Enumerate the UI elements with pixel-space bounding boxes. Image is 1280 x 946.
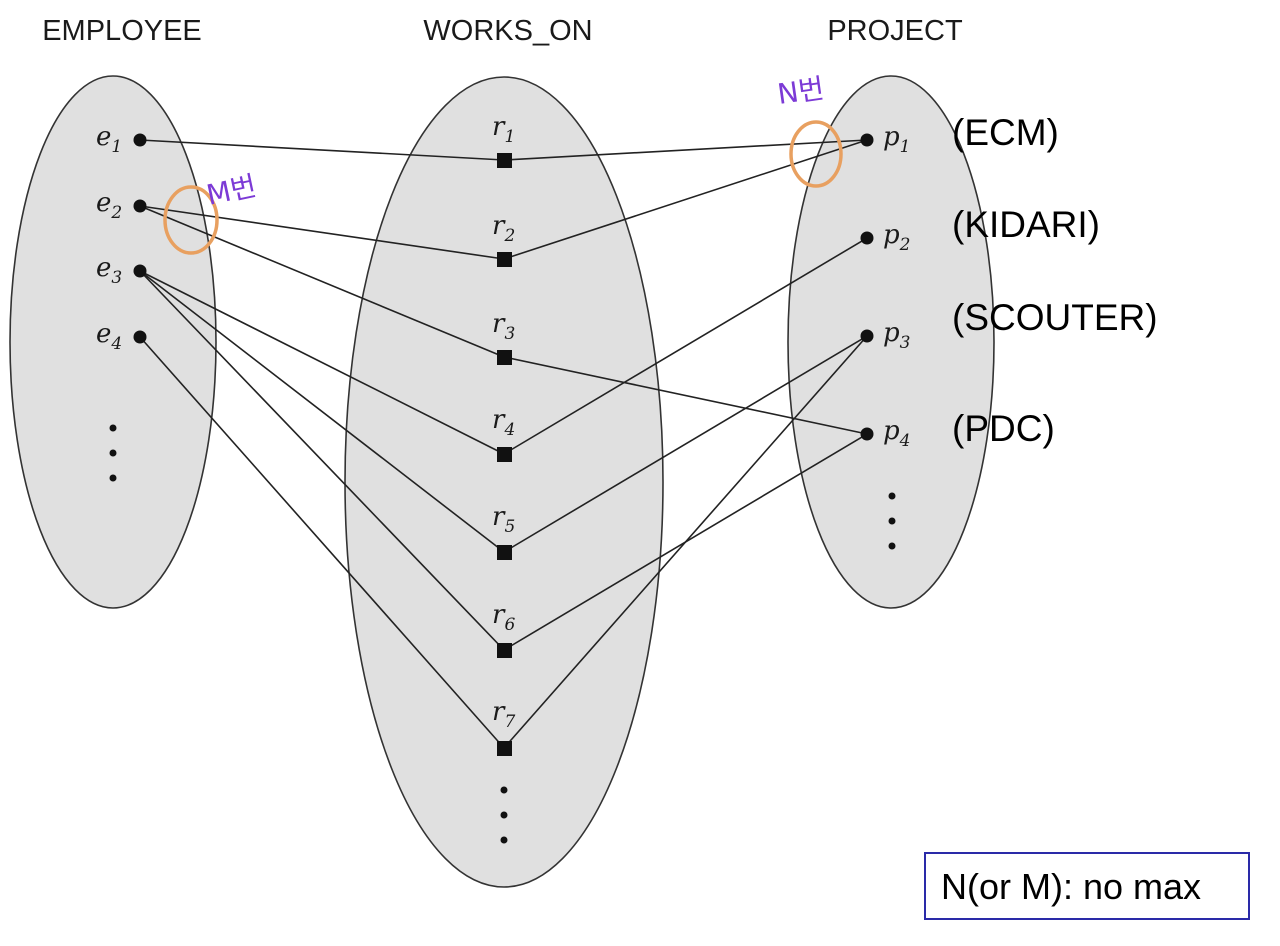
project-ellipsis-icon [888, 492, 896, 550]
header-employee: EMPLOYEE [42, 15, 202, 47]
relationship-label-r7: r7 [492, 697, 515, 732]
edge-e3-r4 [139, 270, 505, 455]
project-nodes: p1 p2 p3 p4 (ECM) (KIDARI) (SCOUTER) (PD… [860, 112, 1158, 550]
project-label-p2: p2 [883, 220, 910, 255]
edge-r5-p3 [503, 335, 868, 553]
project-name-p3: (SCOUTER) [952, 297, 1158, 338]
project-label-p4: p4 [883, 416, 910, 451]
relationship-label-r4: r4 [492, 405, 515, 440]
header-works-on: WORKS_ON [423, 15, 592, 47]
note-box [924, 852, 1250, 920]
project-name-p4: (PDC) [952, 408, 1055, 449]
relationship-square-r4 [497, 447, 512, 462]
employee-side-annotation: M번 [204, 169, 260, 212]
relationship-square-r5 [497, 545, 512, 560]
edge-r7-p3 [503, 335, 868, 749]
edge-e1-r1 [139, 139, 505, 161]
cardinality-note: N(or M): no max [924, 852, 1250, 920]
relationship-square-r2 [497, 252, 512, 267]
project-label-p3: p3 [883, 318, 910, 353]
note-text: N(or M): no max [941, 866, 1201, 907]
employee-ellipsis-icon [109, 424, 117, 482]
employee-label-e1: e1 [96, 122, 122, 157]
project-side-annotation: N번 [775, 72, 826, 111]
employee-dot-e4 [133, 330, 147, 344]
header-project: PROJECT [827, 15, 963, 47]
employee-highlight-circle [163, 185, 219, 255]
edge-e2-r3 [139, 205, 505, 358]
works-on-ellipsis-icon [500, 786, 508, 844]
employee-label-e3: e3 [96, 253, 122, 288]
project-dot-p3 [860, 329, 874, 343]
employee-nodes: e1 e2 e3 e4 [96, 122, 147, 482]
relationship-square-r3 [497, 350, 512, 365]
employee-label-e4: e4 [96, 319, 122, 354]
edge-r2-p1 [503, 139, 868, 260]
relationship-square-r7 [497, 741, 512, 756]
works-on-nodes: r1 r2 r3 r4 r5 r6 r7 [492, 112, 515, 844]
edge-r3-p4 [503, 356, 868, 435]
project-highlight-circle [789, 120, 843, 188]
employee-label-e2: e2 [96, 188, 122, 223]
employee-node-e1: e1 [96, 122, 122, 157]
project-name-p1: (ECM) [952, 112, 1059, 153]
edge-e2-r2 [139, 205, 505, 260]
edge-r4-p2 [503, 237, 868, 455]
edge-e3-r5 [139, 270, 505, 553]
relationship-label-r2: r2 [492, 211, 515, 246]
project-dot-p1 [860, 133, 874, 147]
edge-e4-r7 [139, 336, 505, 749]
project-name-p2: (KIDARI) [952, 204, 1100, 245]
works-on-set-ellipse [344, 76, 664, 888]
project-dot-p4 [860, 427, 874, 441]
relationship-square-r6 [497, 643, 512, 658]
relationship-square-r1 [497, 153, 512, 168]
employee-dot-e2 [133, 199, 147, 213]
relationship-label-r6: r6 [492, 600, 515, 635]
project-dot-p2 [860, 231, 874, 245]
edges [139, 139, 868, 749]
relationship-label-r5: r5 [492, 502, 515, 537]
relationship-label-r1: r1 [492, 112, 515, 147]
project-set-ellipse [787, 75, 995, 609]
edge-r1-p1 [503, 139, 868, 161]
employee-dot-e3 [133, 264, 147, 278]
employee-node-e4: e4 [96, 319, 122, 354]
employee-node-e3: e3 [96, 253, 122, 288]
employee-node-e2: e2 [96, 188, 122, 223]
edge-e3-r6 [139, 270, 505, 651]
project-label-p1: p1 [883, 122, 910, 157]
relationship-label-r3: r3 [492, 309, 515, 344]
employee-dot-e1 [133, 133, 147, 147]
